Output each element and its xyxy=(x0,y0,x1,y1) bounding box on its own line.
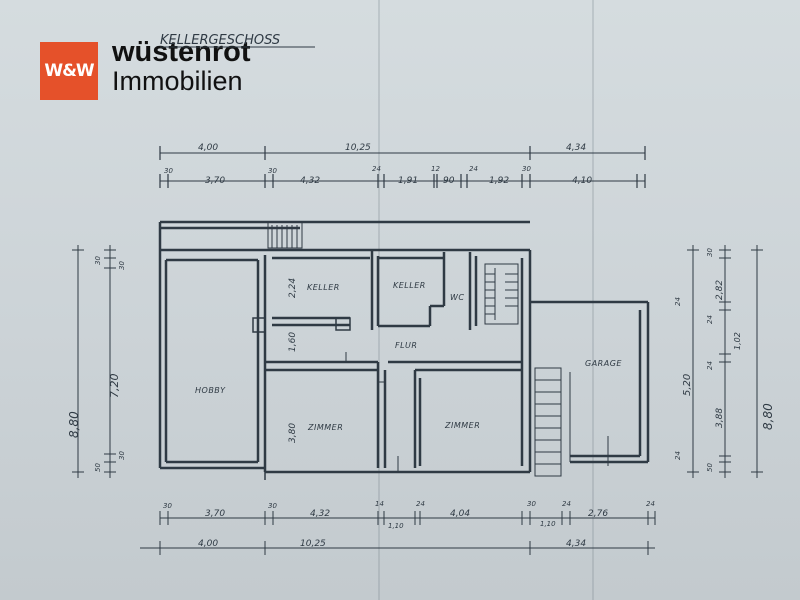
dim-label: 24 xyxy=(372,165,381,173)
dim-label: 30 xyxy=(163,502,172,510)
brand-subtitle: Immobilien xyxy=(112,66,243,96)
dim-label: 24 xyxy=(416,500,425,508)
dim-label: 30 xyxy=(522,165,531,173)
dim-label: 3,88 xyxy=(715,408,725,428)
dim-label: 3,70 xyxy=(205,176,225,186)
dim-label: 4,32 xyxy=(310,509,330,519)
dim-label: 24 xyxy=(674,451,682,460)
plan-title: KELLERGESCHOSS xyxy=(160,33,280,48)
dim-label: 50 xyxy=(94,463,102,472)
dim-label: 8,80 xyxy=(761,403,775,430)
dim-label: 12 xyxy=(431,165,440,173)
dim-label: 1,60 xyxy=(288,332,298,352)
dim-label: 3,70 xyxy=(205,509,225,519)
dim-label: 4,10 xyxy=(572,176,592,186)
room-label-garage: GARAGE xyxy=(585,359,622,368)
dim-label: 24 xyxy=(674,297,682,306)
dim-label: 7,20 xyxy=(108,374,121,399)
dim-label: 24 xyxy=(706,315,714,324)
dim-label: 10,25 xyxy=(345,143,371,153)
room-label-keller-1: KELLER xyxy=(307,283,340,292)
dim-label: 30 xyxy=(706,248,714,257)
dim-label: 1,92 xyxy=(489,176,509,186)
dim-label: 90 xyxy=(443,176,455,186)
dim-label: 24 xyxy=(562,500,571,508)
dim-label: 4,04 xyxy=(450,509,470,519)
dim-label: 1,10 xyxy=(388,522,404,530)
dim-label: 30 xyxy=(118,261,126,270)
dim-label: 14 xyxy=(375,500,384,508)
dim-label: 30 xyxy=(118,451,126,460)
dim-label: 8,80 xyxy=(67,411,81,438)
dim-label: 30 xyxy=(268,167,277,175)
dim-label: 1,91 xyxy=(398,176,418,186)
brand-logo: W&W xyxy=(40,42,98,100)
dim-label: 24 xyxy=(646,500,655,508)
dim-label: 4,00 xyxy=(198,143,218,153)
dim-label: 50 xyxy=(706,463,714,472)
paper-fold-line xyxy=(592,0,594,600)
dim-label: 30 xyxy=(164,167,173,175)
dim-label: 2,76 xyxy=(588,509,608,519)
dim-label: 1,02 xyxy=(733,332,742,350)
dim-label: 24 xyxy=(706,361,714,370)
dim-label: 3,80 xyxy=(288,423,298,443)
dim-label: 30 xyxy=(94,256,102,265)
dim-label: 2,24 xyxy=(288,278,298,298)
dim-label: 1,10 xyxy=(540,520,556,528)
dim-label: 2,82 xyxy=(715,280,725,300)
dim-label: 30 xyxy=(527,500,536,508)
room-label-hobby: HOBBY xyxy=(195,386,226,395)
room-label-zimmer-2: ZIMMER xyxy=(444,421,480,430)
dim-label: 4,32 xyxy=(300,176,320,186)
dim-label: 30 xyxy=(268,502,277,510)
dim-label: 4,34 xyxy=(566,539,586,549)
brand-mark: W&W xyxy=(44,61,94,81)
room-label-zimmer-1: ZIMMER xyxy=(307,423,343,432)
dim-label: 10,25 xyxy=(300,539,326,549)
brand-name: wüstenrot xyxy=(112,36,251,68)
dim-label: 24 xyxy=(469,165,478,173)
room-label-keller-2: KELLER xyxy=(393,281,426,290)
dim-label: 5,20 xyxy=(682,374,693,396)
dim-label: 4,34 xyxy=(566,143,586,153)
dim-label: 4,00 xyxy=(198,539,218,549)
room-label-flur: FLUR xyxy=(395,341,417,350)
room-label-wc: WC xyxy=(450,293,465,302)
